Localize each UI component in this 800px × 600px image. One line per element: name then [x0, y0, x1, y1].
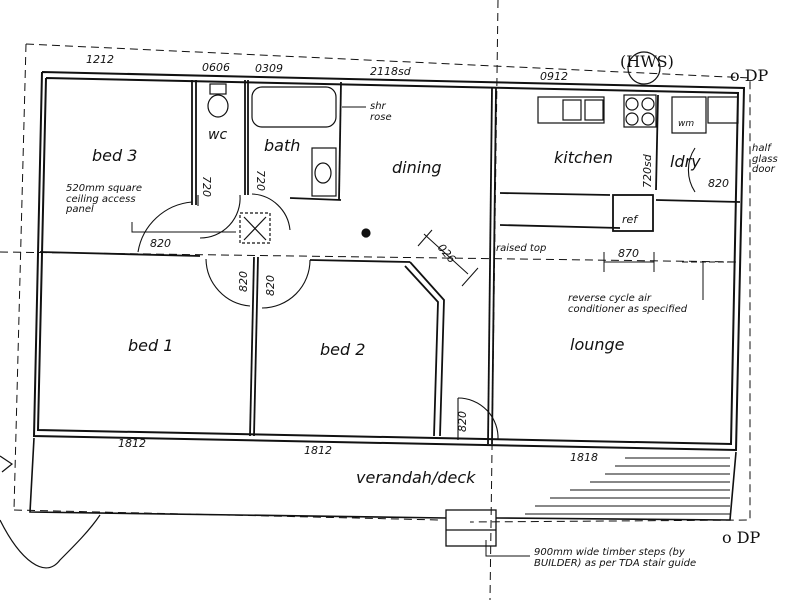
door-dim-bed-1: 820	[237, 271, 250, 292]
window-dim-bed-2: 1812	[304, 444, 332, 457]
room-label-bath: bath	[264, 136, 301, 155]
fixtures	[207, 83, 739, 244]
washing-machine-label: wm	[678, 119, 695, 129]
door-dim-kitchen-ldry: 720sd	[641, 154, 654, 188]
hand-marks	[0, 51, 661, 569]
note-ceiling-access-panel: 520mm square ceiling access panel	[66, 183, 143, 215]
interior-walls	[39, 80, 741, 445]
door-swings	[137, 147, 696, 441]
note-air-conditioner: reverse cycle air conditioner as specifi…	[568, 293, 688, 315]
room-label-bed-1: bed 1	[128, 336, 174, 355]
window-dim-bed-1: 1812	[118, 437, 146, 450]
room-label-bed-2: bed 2	[320, 340, 366, 359]
handwritten-hws: (HWS)	[620, 52, 674, 71]
room-label-verandah: verandah/deck	[356, 468, 476, 487]
room-label-ldry: ldry	[670, 152, 701, 171]
room-label-wc: wc	[208, 127, 228, 143]
room-label-lounge: lounge	[570, 335, 625, 354]
note-raised-top: raised top	[496, 243, 547, 254]
window-dim-dining: 2118sd	[370, 65, 411, 78]
handwritten-dp-bottom: o DP	[722, 528, 761, 547]
door-dim-bed-3: 820	[150, 237, 171, 250]
door-dim-bed-2: 820	[264, 275, 277, 296]
note-shower-rose: shr rose	[370, 101, 392, 123]
door-dim-ldry: 820	[708, 177, 729, 190]
deck-hatching	[525, 457, 730, 515]
window-dim-kitchen: 0912	[540, 70, 568, 83]
opening-dim-kitchen: 870	[618, 247, 639, 260]
room-label-dining: dining	[392, 158, 442, 177]
window-dim-lounge: 1818	[570, 451, 598, 464]
door-dim-wc: 720	[200, 176, 213, 197]
room-label-kitchen: kitchen	[554, 148, 613, 167]
note-timber-steps: 900mm wide timber steps (by BUILDER) as …	[534, 547, 697, 569]
dimension-lines	[131, 106, 736, 557]
door-dim-hall: 820	[456, 411, 469, 432]
door-dim-bath: 720	[254, 170, 267, 191]
steps	[445, 509, 497, 547]
window-dim-bed-3: 1212	[86, 53, 114, 66]
room-label-bed-3: bed 3	[92, 146, 138, 165]
outer-walls	[32, 71, 746, 452]
handwritten-dp-top: o DP	[730, 66, 769, 85]
verandah-outline	[29, 437, 737, 521]
fridge-label: ref	[622, 213, 638, 226]
window-dim-bath: 0309	[255, 62, 283, 75]
note-half-glass-door: half glass door	[752, 143, 778, 175]
window-dim-wc: 0606	[202, 61, 230, 74]
